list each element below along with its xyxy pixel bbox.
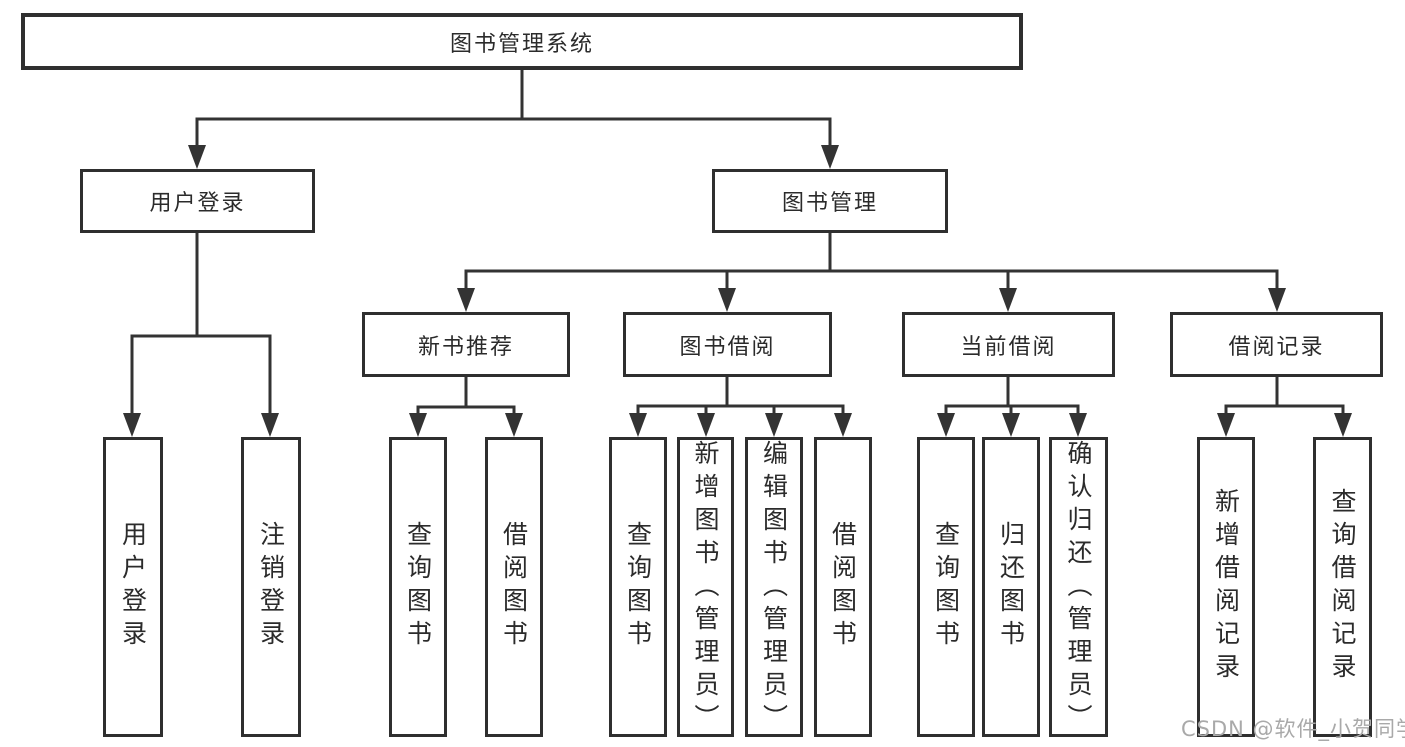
node-label: 当前借阅 — [960, 334, 1057, 360]
leaf-user-login: 用户登录 — [103, 437, 163, 737]
leaf-label: 借阅图书 — [828, 521, 858, 653]
node-label: 用户登录 — [149, 191, 246, 216]
leaf-label: 新增借阅记录 — [1211, 488, 1241, 686]
arrowheads — [123, 145, 1352, 437]
leaf-label: 查询图书 — [403, 521, 433, 653]
leaf-label: 查询图书 — [623, 521, 653, 653]
node-book-borrowing: 图书借阅 — [623, 312, 832, 377]
node-label: 图书管理 — [781, 191, 878, 216]
leaf-recommend-query-books: 查询图书 — [389, 437, 447, 737]
leaf-current-confirm-return-admin: 确认归还（管理员） — [1049, 437, 1108, 737]
leaf-label: 注销登录 — [256, 521, 286, 653]
leaf-recommend-borrow-books: 借阅图书 — [485, 437, 543, 737]
leaf-label: 查询借阅记录 — [1328, 488, 1357, 686]
leaf-label: 用户登录 — [118, 521, 148, 653]
leaf-records-add-borrow-record: 新增借阅记录 — [1197, 437, 1255, 737]
node-label: 新书推荐 — [417, 334, 514, 360]
node-label: 图书管理系统 — [449, 31, 594, 57]
leaf-borrowing-borrow-books: 借阅图书 — [814, 437, 872, 737]
leaf-label: 新增图书（管理员） — [691, 440, 720, 737]
leaf-logout: 注销登录 — [241, 437, 301, 737]
node-current-borrowing: 当前借阅 — [902, 312, 1115, 377]
node-new-book-recommend: 新书推荐 — [362, 312, 570, 377]
node-user-login-branch: 用户登录 — [80, 169, 315, 233]
leaf-borrowing-add-books-admin: 新增图书（管理员） — [677, 437, 734, 737]
leaf-records-query-borrow-record: 查询借阅记录 — [1313, 437, 1372, 737]
leaf-current-query-books: 查询图书 — [917, 437, 975, 737]
leaf-label: 查询图书 — [931, 521, 961, 653]
node-label: 图书借阅 — [679, 334, 776, 360]
leaf-borrowing-edit-books-admin: 编辑图书（管理员） — [745, 437, 803, 737]
node-book-management: 图书管理 — [712, 169, 948, 233]
leaf-label: 确认归还（管理员） — [1064, 440, 1093, 737]
leaf-label: 编辑图书（管理员） — [759, 440, 789, 737]
leaf-current-return-books: 归还图书 — [982, 437, 1040, 737]
leaf-label: 归还图书 — [996, 521, 1026, 653]
leaf-label: 借阅图书 — [499, 521, 529, 653]
csdn-watermark: CSDN @软件_小贺同学 — [1181, 717, 1405, 741]
node-borrowing-records: 借阅记录 — [1170, 312, 1383, 377]
node-library-management-system: 图书管理系统 — [21, 13, 1023, 70]
leaf-borrowing-query-books: 查询图书 — [609, 437, 667, 737]
node-label: 借阅记录 — [1228, 334, 1325, 360]
